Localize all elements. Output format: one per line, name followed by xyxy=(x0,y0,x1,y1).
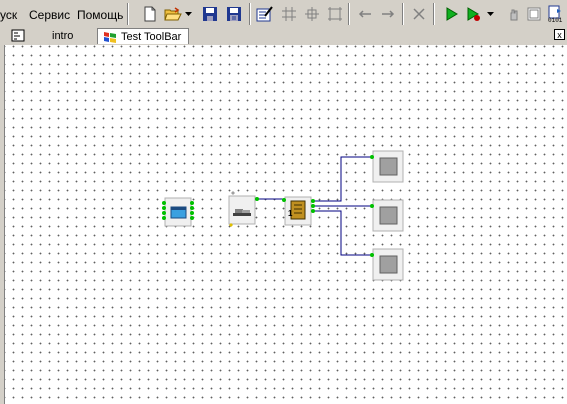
play-debug-icon xyxy=(467,7,480,21)
run-debug-button[interactable] xyxy=(464,4,484,24)
run-dropdown-button[interactable] xyxy=(485,4,497,24)
snap-button[interactable] xyxy=(302,4,322,24)
toolbar-separator xyxy=(348,3,350,25)
chevron-down-icon xyxy=(185,12,192,16)
properties-edit-icon xyxy=(256,6,273,22)
button-component-2[interactable] xyxy=(369,199,405,233)
window-icon xyxy=(527,7,541,21)
open-folder-icon xyxy=(164,7,182,21)
crosshair-icon xyxy=(305,7,319,21)
chevron-down-icon xyxy=(487,12,494,16)
window-button[interactable] xyxy=(524,4,544,24)
step-button[interactable] xyxy=(503,4,523,24)
top-bar: уск Сервис Помощь xyxy=(0,0,567,28)
open-dropdown-button[interactable] xyxy=(183,4,195,24)
wire[interactable] xyxy=(313,210,371,256)
menu-launch[interactable]: уск xyxy=(0,8,18,22)
tab-test-toolbar[interactable]: Test ToolBar xyxy=(97,28,189,44)
menu-help[interactable]: Помощь xyxy=(77,8,124,22)
binary-export-button[interactable]: 0101 xyxy=(546,4,566,24)
back-button[interactable] xyxy=(355,4,375,24)
wire[interactable] xyxy=(313,156,371,202)
tab-intro-label: intro xyxy=(52,30,74,42)
toolbar-separator xyxy=(402,3,404,25)
grid-icon xyxy=(282,7,296,21)
properties-button[interactable] xyxy=(255,4,275,24)
open-folder-button[interactable] xyxy=(163,4,183,24)
delete-cross-icon xyxy=(413,8,425,20)
new-document-icon xyxy=(144,6,156,22)
play-icon xyxy=(446,7,458,21)
document-icon xyxy=(11,29,25,42)
hand-icon xyxy=(510,9,518,21)
grid-button[interactable] xyxy=(279,4,299,24)
tab-strip: intro Test ToolBar x xyxy=(0,28,567,46)
new-document-button[interactable] xyxy=(140,4,160,24)
arrow-left-icon xyxy=(358,10,371,18)
tab-test-toolbar-label: Test ToolBar xyxy=(121,31,182,43)
wire-layer xyxy=(257,156,371,256)
delete-button[interactable] xyxy=(409,4,429,24)
menu-service[interactable]: Сервис xyxy=(29,8,71,22)
svg-text:0101: 0101 xyxy=(548,17,563,23)
index-selector-component[interactable]: 1 xyxy=(281,196,315,226)
arrow-right-icon xyxy=(382,10,395,18)
run-button[interactable] xyxy=(441,4,461,24)
binary-export-icon: 0101 xyxy=(548,5,563,23)
left-edge xyxy=(0,45,4,404)
button-component-1[interactable] xyxy=(369,150,405,184)
save-all-icon xyxy=(227,7,241,21)
toolbar-component[interactable] xyxy=(225,189,259,229)
tab-intro[interactable]: intro xyxy=(4,28,90,44)
save-button[interactable] xyxy=(200,4,220,24)
toolbar-separator xyxy=(127,3,129,25)
windows-flag-icon xyxy=(102,30,118,44)
save-all-button[interactable] xyxy=(224,4,244,24)
diagram-canvas[interactable]: 1 xyxy=(4,45,567,404)
toolbar-separator xyxy=(433,3,435,25)
frame-icon xyxy=(328,7,342,21)
button-component-3[interactable] xyxy=(369,248,405,282)
close-tab-button[interactable]: x xyxy=(554,29,565,40)
svg-text:1: 1 xyxy=(288,209,293,218)
save-icon xyxy=(203,7,217,21)
toolbar-separator xyxy=(249,3,251,25)
frame-button[interactable] xyxy=(325,4,345,24)
form-component[interactable] xyxy=(162,197,194,227)
forward-button[interactable] xyxy=(378,4,398,24)
